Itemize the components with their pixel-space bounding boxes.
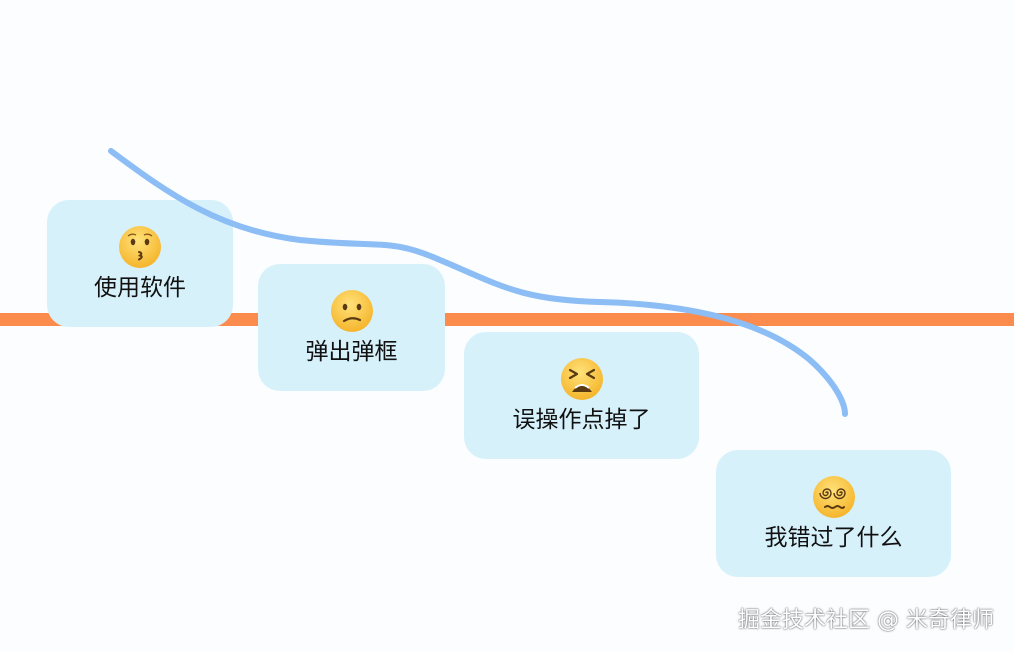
- kissing-face-icon: [119, 225, 161, 268]
- dizzy-face-icon: [812, 475, 855, 518]
- confused-face-icon: [330, 289, 373, 332]
- step-card-popup: 弹出弹框: [258, 264, 445, 391]
- step-label: 弹出弹框: [305, 338, 398, 365]
- tired-face-icon: [560, 357, 603, 400]
- watermark: 掘金技术社区 @ 米奇律师: [738, 608, 994, 633]
- step-label: 误操作点掉了: [512, 406, 651, 433]
- step-card-use-software: 使用软件: [47, 200, 233, 327]
- step-label: 我错过了什么: [764, 524, 903, 551]
- step-card-misclick: 误操作点掉了: [464, 332, 699, 459]
- step-label: 使用软件: [94, 274, 186, 301]
- step-card-what-did-i-miss: 我错过了什么: [716, 450, 951, 577]
